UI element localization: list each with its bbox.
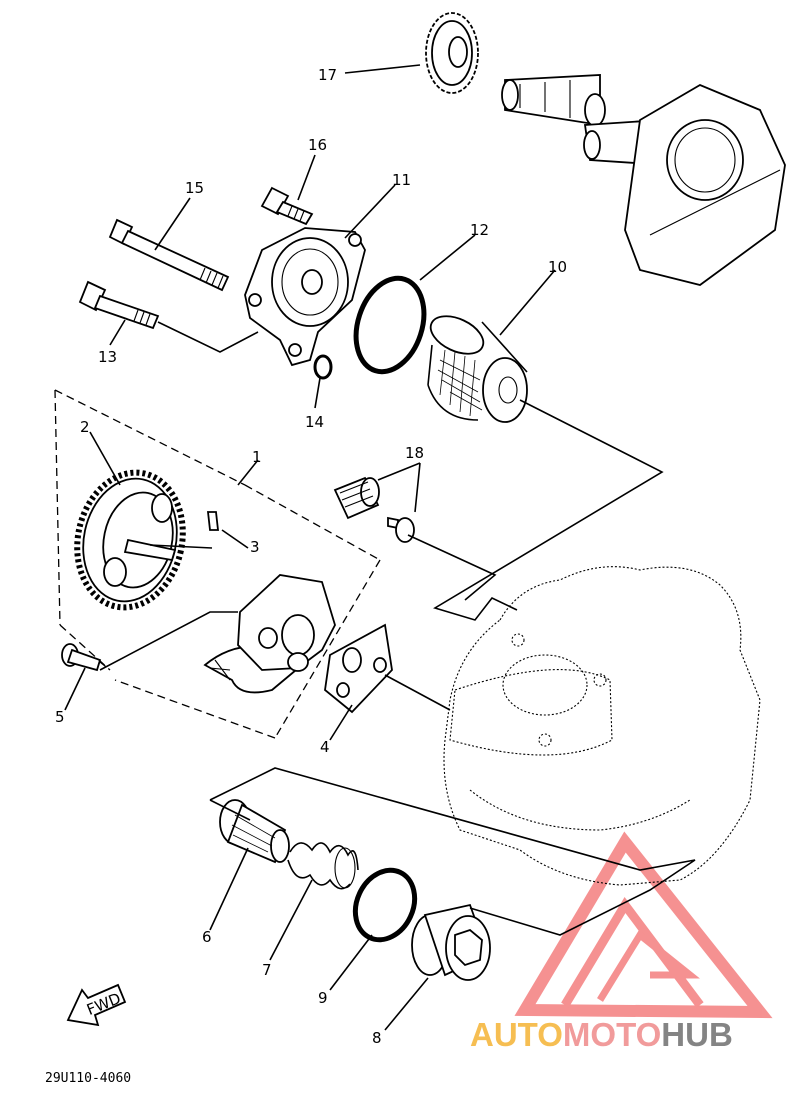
svg-text:AUTOMOTOHUB: AUTOMOTOHUB [470,1016,733,1053]
fwd-arrow-icon: FWD [66,983,127,1027]
part-18-plug-and-screw [333,476,415,543]
fwd-label: FWD [84,989,123,1019]
callout-9: 9 [318,989,328,1007]
watermark-part-2: MOTO [563,1016,661,1053]
callout-14: 14 [305,413,324,431]
callout-8: 8 [372,1029,382,1047]
part-17-drive-gear [425,12,479,94]
part-15-long-bolt [108,218,230,292]
callout-15: 15 [185,179,204,197]
callout-1: 1 [252,448,262,466]
callout-6: 6 [202,928,212,946]
part-14-small-o-ring [313,354,333,380]
watermark-part-3: HUB [661,1016,733,1053]
callout-2: 2 [80,418,90,436]
callout-13: 13 [98,348,117,366]
part-16-bolt [260,186,314,226]
callout-16: 16 [308,136,327,154]
part-5-bolt [61,643,102,672]
part-6-oil-strainer [219,799,290,864]
callout-17: 17 [318,66,337,84]
part-12-o-ring [353,275,427,375]
part-10-oil-filter [427,315,528,423]
part-3-dowel-pin [206,511,220,531]
callout-7: 7 [262,961,272,979]
drawing-code: 29U110-4060 [45,1071,131,1086]
watermark-text: AUTOMOTOHUB [470,1016,733,1053]
callout-11: 11 [392,171,411,189]
watermark-part-1: AUTO [470,1016,563,1053]
leader-lines [64,64,556,1031]
callout-labels: 1 2 3 4 5 6 7 8 9 10 11 12 13 14 15 16 1… [55,66,567,1047]
part-8-drain-plug [411,903,491,981]
callout-18: 18 [405,444,424,462]
part-4-gasket [324,623,393,714]
assembly-boundary-lines [54,321,696,936]
watermark-logo-icon [514,831,773,1019]
callout-10: 10 [548,258,567,276]
part-13-bolt [78,280,160,330]
callout-3: 3 [250,538,260,556]
oil-pump-body [203,574,336,694]
crankshaft-assembly [501,74,786,286]
part-11-pump-cover [244,227,366,367]
crankcase-outline [443,566,761,886]
callout-5: 5 [55,708,65,726]
callout-4: 4 [320,738,330,756]
part-2-pump-gear [74,469,186,611]
callout-12: 12 [470,221,489,239]
part-7-spring [287,842,359,890]
